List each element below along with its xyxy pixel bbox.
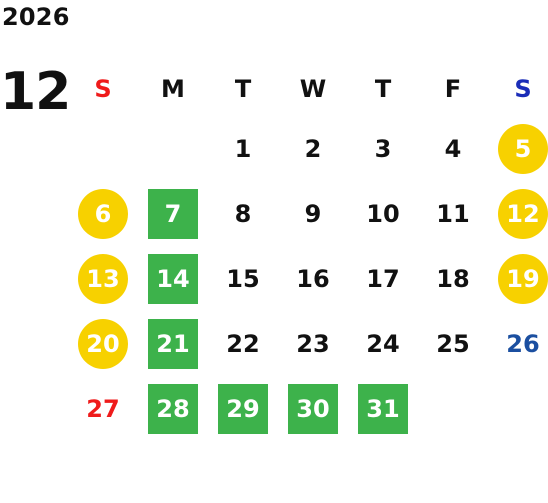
day-cell[interactable]: 23 [278, 311, 348, 376]
day-number: 7 [164, 199, 182, 228]
day-number: 13 [86, 264, 120, 293]
day-cell[interactable]: 13 [68, 246, 138, 311]
day-number: 27 [86, 394, 120, 423]
holiday-circle-marker [498, 188, 548, 239]
day-cell[interactable]: 17 [348, 246, 418, 311]
weekday-label: M [161, 74, 185, 103]
day-cell[interactable]: 6 [68, 181, 138, 246]
day-cell[interactable]: 26 [488, 311, 548, 376]
day-cell[interactable]: 21 [138, 311, 208, 376]
day-number: 20 [86, 329, 120, 358]
day-number: 15 [226, 264, 260, 293]
day-cell[interactable]: 15 [208, 246, 278, 311]
weekday-label: T [234, 74, 252, 103]
event-square-marker [218, 383, 268, 434]
day-number: 25 [436, 329, 470, 358]
day-cell[interactable]: 29 [208, 376, 278, 441]
weekday-label: S [94, 74, 112, 103]
day-number: 29 [226, 394, 260, 423]
event-square-marker [148, 383, 198, 434]
day-cell[interactable]: 10 [348, 181, 418, 246]
day-cell[interactable]: 3 [348, 116, 418, 181]
day-cell[interactable]: 28 [138, 376, 208, 441]
holiday-circle-marker [498, 253, 548, 304]
weekday-header-mon: M [138, 56, 208, 121]
event-square-marker [148, 318, 198, 369]
weekday-label: T [374, 74, 392, 103]
calendar-year: 2026 [2, 3, 70, 31]
day-number: 31 [366, 394, 400, 423]
day-number: 23 [296, 329, 330, 358]
weekday-label: S [514, 74, 532, 103]
day-number: 10 [366, 199, 400, 228]
day-number: 17 [366, 264, 400, 293]
day-number: 21 [156, 329, 190, 358]
day-cell[interactable]: 4 [418, 116, 488, 181]
day-cell[interactable]: 9 [278, 181, 348, 246]
day-cell[interactable]: 31 [348, 376, 418, 441]
day-number: 11 [436, 199, 470, 228]
day-cell[interactable]: 14 [138, 246, 208, 311]
day-cell[interactable]: 30 [278, 376, 348, 441]
day-cell[interactable]: 12 [488, 181, 548, 246]
day-cell[interactable]: 16 [278, 246, 348, 311]
weekday-label: W [299, 74, 327, 103]
day-number: 8 [234, 199, 252, 228]
day-cell[interactable]: 11 [418, 181, 488, 246]
day-number: 9 [304, 199, 322, 228]
event-square-marker [148, 188, 198, 239]
day-number: 1 [234, 134, 252, 163]
day-number: 18 [436, 264, 470, 293]
day-cell[interactable]: 18 [418, 246, 488, 311]
day-number: 3 [374, 134, 392, 163]
day-number: 28 [156, 394, 190, 423]
event-square-marker [288, 383, 338, 434]
holiday-circle-marker [498, 123, 548, 174]
weekday-header-tue: T [208, 56, 278, 121]
day-cell[interactable]: 19 [488, 246, 548, 311]
event-square-marker [358, 383, 408, 434]
event-square-marker [148, 253, 198, 304]
weekday-header-sun: S [68, 56, 138, 121]
day-cell[interactable]: 27 [68, 376, 138, 441]
day-cell[interactable]: 24 [348, 311, 418, 376]
day-cell[interactable]: 25 [418, 311, 488, 376]
day-number: 24 [366, 329, 400, 358]
weekday-header-fri: F [418, 56, 488, 121]
day-number: 22 [226, 329, 260, 358]
day-number: 5 [514, 134, 532, 163]
day-number: 19 [506, 264, 540, 293]
weekday-header-wed: W [278, 56, 348, 121]
holiday-circle-marker [78, 188, 128, 239]
weekday-header-sat: S [488, 56, 548, 121]
day-number: 16 [296, 264, 330, 293]
day-number: 26 [506, 329, 540, 358]
day-cell[interactable]: 5 [488, 116, 548, 181]
day-cell[interactable]: 2 [278, 116, 348, 181]
day-number: 4 [444, 134, 462, 163]
day-number: 2 [304, 134, 322, 163]
day-cell[interactable]: 1 [208, 116, 278, 181]
holiday-circle-marker [78, 318, 128, 369]
weekday-label: F [444, 74, 462, 103]
day-cell[interactable]: 20 [68, 311, 138, 376]
day-number: 30 [296, 394, 330, 423]
day-number: 6 [94, 199, 112, 228]
day-cell[interactable]: 7 [138, 181, 208, 246]
day-number: 12 [506, 199, 540, 228]
calendar-month: 12 [0, 62, 71, 122]
day-number: 14 [156, 264, 190, 293]
day-cell[interactable]: 8 [208, 181, 278, 246]
weekday-header-thu: T [348, 56, 418, 121]
holiday-circle-marker [78, 253, 128, 304]
day-cell[interactable]: 22 [208, 311, 278, 376]
